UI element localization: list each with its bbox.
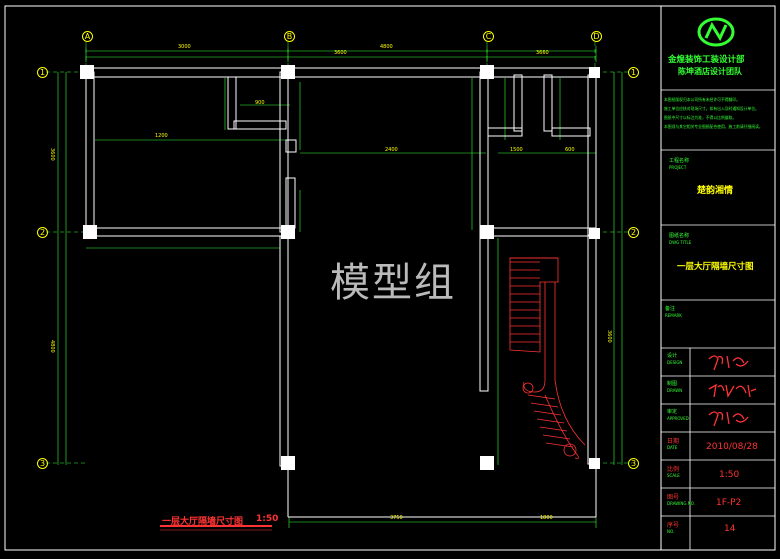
title-block-grid [661,89,775,550]
project-sub: PROJECT [669,165,687,170]
note-item: 施工单位应核对现场尺寸，如有出入及时通知设计单位。 [664,106,759,111]
company-name: 金煌装饰工装设计部 [668,55,745,65]
sequence-sub: NO. [667,529,675,534]
grid-bubble-right-3: 3 [628,458,639,469]
dim-left-1: 3600 [49,148,55,161]
dim-misc-6: 3600 [606,330,612,343]
grid-bubble-right-1: 1 [628,67,639,78]
drawing-number-sub: DRAWING NO. [667,501,695,506]
watermark-text: 模型组 [330,260,456,306]
stair-tread [542,434,571,440]
dim-misc-5: 600 [565,147,575,153]
dimension-lines [57,46,623,528]
drawing-title: 一层大厅隔墙尺寸图 [162,517,244,527]
dim-bottom-2: 1800 [540,515,553,521]
grid-bubble-right-2: 2 [628,227,639,238]
approved-label: 审定 [667,409,678,415]
sequence-value: 14 [724,524,736,534]
drawing-name-value: 一层大厅隔墙尺寸图 [677,262,754,272]
grid-bubble-left-3: 3 [37,458,48,469]
scale-sub: SCALE [667,473,680,478]
dim-bottom-1: 3750 [390,515,403,521]
dim-top-3: 3600 [334,50,347,56]
note-item: 本图须与其它相关专业图纸配合使用，施工前请仔细阅读。 [664,124,763,129]
design-sub: DESIGN [667,360,683,365]
team-name: 陈坤酒店设计团队 [678,67,742,76]
grid-bubble-left-2: 2 [37,227,48,238]
note-item: 图纸中尺寸以标注为准，不得以比例量取。 [664,115,737,120]
staircase [509,257,586,459]
scale-label: 比例 [667,466,680,473]
dim-top-2: 4800 [380,44,393,50]
remark-label: 备注 [665,306,676,312]
dim-misc-1: 1200 [155,133,168,139]
date-label: 日期 [667,438,680,445]
stair-tread [533,410,562,416]
date-value: 2010/08/28 [706,442,758,452]
sequence-label: 序号 [667,522,680,529]
grid-bubble-left-1: 1 [37,67,48,78]
designer-signature [708,355,749,371]
structural-columns [80,65,600,470]
grid-bubble-top-c: C [483,31,494,42]
grid-bubble-top-a: A [82,31,93,42]
stair-tread [539,426,568,432]
remark-sub: REMARK [665,313,682,318]
drawing-name-sub: DWG TITLE [669,240,692,245]
notes-list: 本图纸版权归本公司所有未经许可不得翻印。 施工单位应核对现场尺寸，如有出入及时通… [664,97,772,130]
date-sub: DATE [667,445,678,450]
grid-bubble-top-d: D [591,31,602,42]
project-label: 工程名称 [669,158,690,164]
stair-tread [545,442,574,448]
stair-tread [536,418,565,424]
dim-misc-4: 1500 [510,147,523,153]
drawn-label: 制图 [667,381,678,387]
drawing-name-label: 图纸名称 [669,233,690,239]
dim-misc-2: 2400 [385,147,398,153]
approver-signature [708,411,749,427]
dim-misc-3: 900 [255,100,265,106]
grid-bubble-top-b: B [284,31,295,42]
drawing-number-value: 1F-P2 [716,498,742,508]
dim-top-4: 3660 [536,50,549,56]
scale-value: 1:50 [719,470,740,480]
dim-left-2: 4800 [49,340,55,353]
design-label: 设计 [667,353,678,359]
sheet-border [4,5,776,551]
drafter-signature [708,383,757,398]
approved-sub: APPROVED [667,416,689,421]
drawing-scale: 1:50 [256,514,279,524]
note-item: 本图纸版权归本公司所有未经许可不得翻印。 [664,97,740,102]
stair-tread [527,394,556,400]
stair-tread [530,402,559,408]
drawn-sub: DRAWN [667,388,683,393]
dim-top-1: 3000 [178,44,191,50]
project-name: 楚韵湘情 [697,186,734,196]
company-logo-icon [697,17,735,47]
drawing-number-label: 图号 [667,494,680,501]
